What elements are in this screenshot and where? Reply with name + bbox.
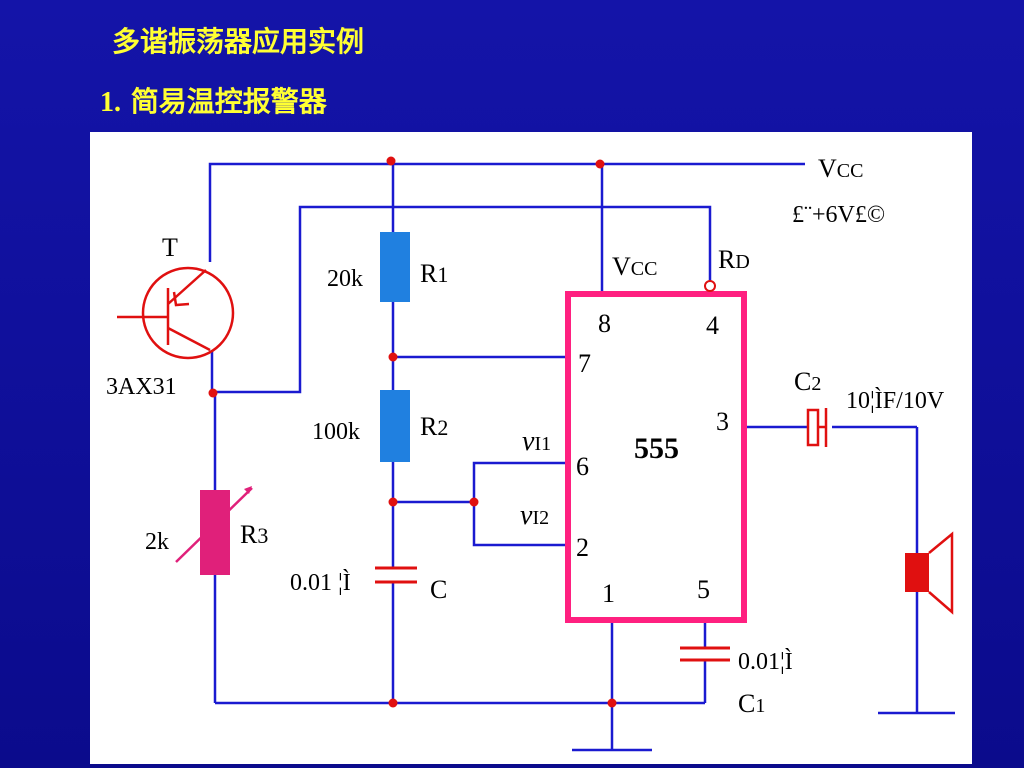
capacitor-c xyxy=(375,566,417,584)
pin-6-label: 6 xyxy=(576,452,589,481)
vi2-label: vI2 xyxy=(520,500,549,531)
r3-name-label: R3 xyxy=(240,520,268,549)
vi1-label: vI1 xyxy=(522,426,551,457)
pin-2-label: 2 xyxy=(576,533,589,562)
r2-name-label: R2 xyxy=(420,412,448,441)
speaker-icon xyxy=(905,531,954,615)
r1-value-label: 20k xyxy=(327,266,363,292)
vcc-top-label: VCC xyxy=(818,154,863,183)
rd-terminal xyxy=(704,280,716,292)
r2-value-label: 100k xyxy=(312,419,360,445)
chip-vcc-label: VCC xyxy=(612,252,657,281)
pin-4-label: 4 xyxy=(706,311,719,340)
pin-3-label: 3 xyxy=(716,407,729,436)
transistor-symbol xyxy=(117,266,235,360)
capacitor-c1 xyxy=(680,646,730,662)
c2-name-label: C2 xyxy=(794,367,821,396)
c-value-label: 0.01 ¦Ì xyxy=(290,570,351,596)
slide-subtitle: 1. 简易温控报警器 xyxy=(100,80,327,120)
c-name-label: C xyxy=(430,575,447,604)
pin-5-label: 5 xyxy=(697,575,710,604)
c1-value-label: 0.01¦Ì xyxy=(738,649,793,675)
c1-name-label: C1 xyxy=(738,689,765,718)
chip-555 xyxy=(565,291,747,623)
junction-dots xyxy=(208,156,617,708)
vcc-value-label: £¨+6V£© xyxy=(792,202,885,228)
circuit-diagram: VCC £¨+6V£© T 3AX31 20k R1 100k R2 2k R3… xyxy=(106,154,955,752)
transistor-label: T xyxy=(162,233,178,262)
capacitor-c2 xyxy=(806,408,828,447)
pin-8-label: 8 xyxy=(598,309,611,338)
slide-title: 多谐振荡器应用实例 xyxy=(112,25,365,58)
resistor-r2 xyxy=(380,390,410,462)
r1-name-label: R1 xyxy=(420,259,448,288)
pin-1-label: 1 xyxy=(602,579,615,608)
wires xyxy=(208,162,955,752)
pin-7-label: 7 xyxy=(578,349,591,378)
chip-rd-label: RD xyxy=(718,245,750,274)
circuit-panel: VCC £¨+6V£© T 3AX31 20k R1 100k R2 2k R3… xyxy=(90,132,972,764)
thermistor-r3 xyxy=(175,486,253,575)
c2-value-label: 10¦ÌF/10V xyxy=(846,388,945,414)
resistor-r1 xyxy=(380,232,410,302)
subtitle-number: 1. xyxy=(100,87,121,118)
r3-value-label: 2k xyxy=(145,529,169,555)
subtitle-text: 简易温控报警器 xyxy=(130,85,327,118)
transistor-model-label: 3AX31 xyxy=(106,374,177,400)
chip-name-label: 555 xyxy=(634,432,679,465)
